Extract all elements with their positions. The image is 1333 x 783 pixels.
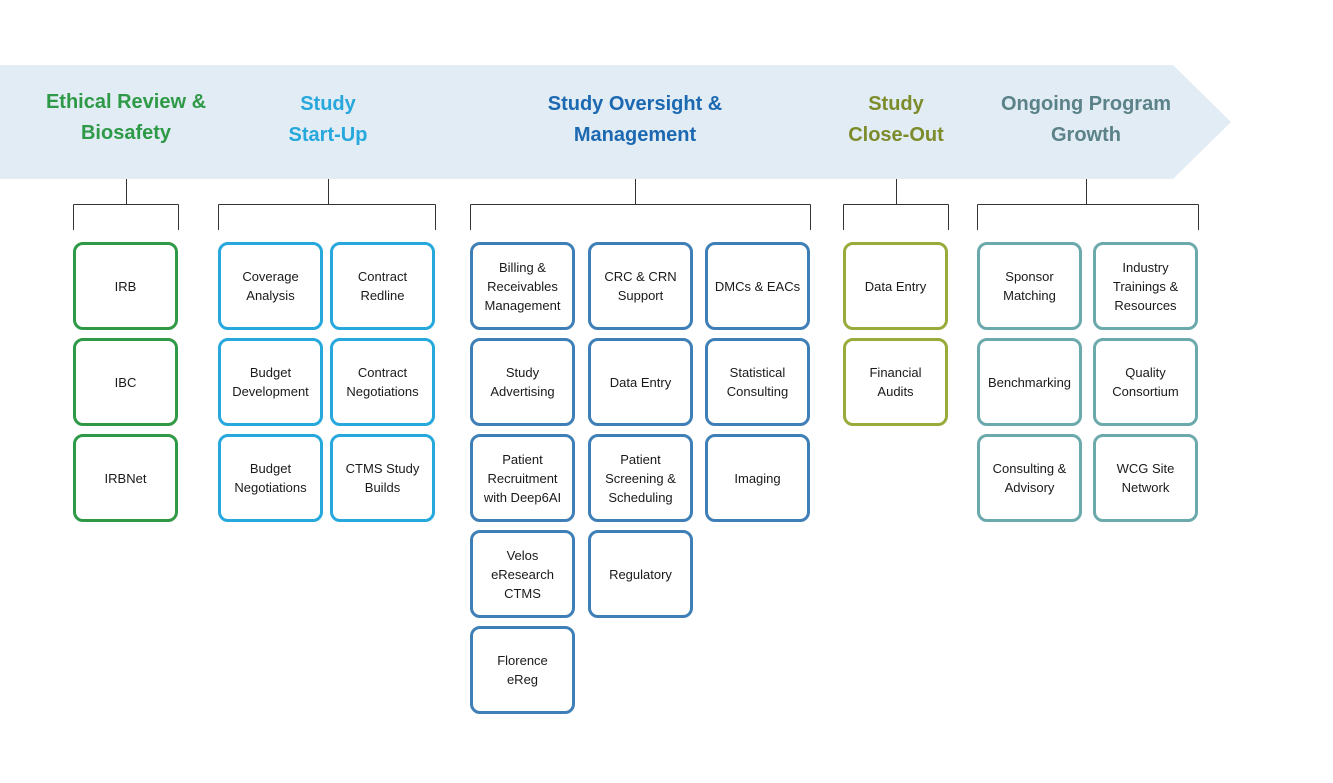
phase-title-ethical: Ethical Review & Biosafety xyxy=(45,91,207,144)
service-box-crc-crn-support: CRC & CRN Support xyxy=(588,242,693,330)
process-banner xyxy=(0,65,1231,179)
service-box-coverage-analysis: Coverage Analysis xyxy=(218,242,323,330)
service-box-quality-consortium: Quality Consortium xyxy=(1093,338,1198,426)
service-box-data-entry: Data Entry xyxy=(588,338,693,426)
connector-lines xyxy=(73,179,1199,230)
service-box-benchmarking: Benchmarking xyxy=(977,338,1082,426)
service-box-consulting-advisory: Consulting & Advisory xyxy=(977,434,1082,522)
service-box-imaging: Imaging xyxy=(705,434,810,522)
service-box-financial-audits: Financial Audits xyxy=(843,338,948,426)
service-box-industry-trainings-resources: Industry Trainings & Resources xyxy=(1093,242,1198,330)
service-box-data-entry: Data Entry xyxy=(843,242,948,330)
service-box-wcg-site-network: WCG Site Network xyxy=(1093,434,1198,522)
phase-title-closeout: Study Close-Out xyxy=(848,93,944,146)
service-box-study-advertising: Study Advertising xyxy=(470,338,575,426)
service-box-billing-receivables-management: Billing & Receivables Management xyxy=(470,242,575,330)
service-box-ibc: IBC xyxy=(73,338,178,426)
service-box-dmcs-eacs: DMCs & EACs xyxy=(705,242,810,330)
service-box-patient-screening-scheduling: Patient Screening & Scheduling xyxy=(588,434,693,522)
service-box-irbnet: IRBNet xyxy=(73,434,178,522)
service-box-budget-development: Budget Development xyxy=(218,338,323,426)
phase-title-startup: Study Start-Up xyxy=(288,93,368,146)
service-box-contract-negotiations: Contract Negotiations xyxy=(330,338,435,426)
service-box-contract-redline: Contract Redline xyxy=(330,242,435,330)
service-box-budget-negotiations: Budget Negotiations xyxy=(218,434,323,522)
banner-arrow xyxy=(0,65,1231,179)
service-box-regulatory: Regulatory xyxy=(588,530,693,618)
service-box-ctms-study-builds: CTMS Study Builds xyxy=(330,434,435,522)
phase-title-growth: Ongoing Program Growth xyxy=(1001,93,1171,146)
phase-title-oversight: Study Oversight & Management xyxy=(547,93,723,146)
service-box-velos-eresearch-ctms: Velos eResearch CTMS xyxy=(470,530,575,618)
service-box-florence-ereg: Florence eReg xyxy=(470,626,575,714)
service-box-sponsor-matching: Sponsor Matching xyxy=(977,242,1082,330)
service-box-irb: IRB xyxy=(73,242,178,330)
service-box-statistical-consulting: Statistical Consulting xyxy=(705,338,810,426)
service-box-patient-recruitment-with-deep6ai: Patient Recruitment with Deep6AI xyxy=(470,434,575,522)
